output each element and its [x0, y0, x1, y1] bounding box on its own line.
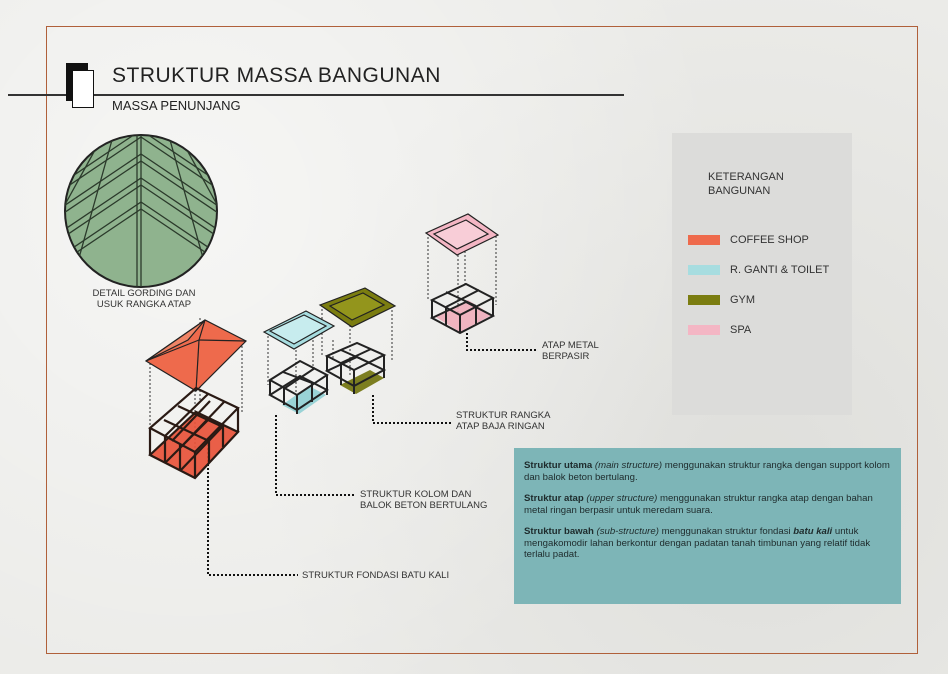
leader-lines: [207, 333, 538, 576]
info-paragraph-upper: Struktur atap (upper structure) mengguna…: [524, 493, 891, 516]
info-text: menggunakan struktur rangka atap dengan …: [524, 493, 873, 516]
legend-item-coffee-shop: COFFEE SHOP: [688, 233, 809, 247]
info-bold: Struktur utama: [524, 460, 593, 471]
info-text: untuk mengakomodir lahan berkontur denga…: [524, 526, 871, 560]
fondasi-label: STRUKTUR FONDASI BATU KALI: [302, 570, 450, 581]
legend-swatch-coffee-shop: [688, 235, 720, 245]
info-text: menggunakan struktur fondasi: [661, 526, 791, 537]
info-paragraph-sub: Struktur bawah (sub-structure) menggunak…: [524, 526, 891, 561]
legend-item-spa: SPA: [688, 323, 751, 337]
title-underline: [8, 94, 624, 96]
gym-roof: [318, 287, 397, 328]
page-frame: [46, 26, 918, 654]
info-box: Struktur utama (main structure) mengguna…: [514, 448, 901, 604]
kolom-balok-label: STRUKTUR KOLOM DAN BALOK BETON BERTULANG: [360, 489, 488, 511]
legend-item-gym: GYM: [688, 293, 755, 307]
page-title: STRUKTUR MASSA BANGUNAN: [112, 64, 441, 87]
atap-metal-label: ATAP METAL BERPASIR: [542, 340, 599, 362]
detail-gording-label: DETAIL GORDING DAN USUK RANGKA ATAP: [92, 288, 196, 310]
r-ganti-frame: [268, 359, 329, 414]
title-block-outline-icon: [72, 70, 94, 108]
info-italic: (main structure): [594, 460, 663, 471]
legend-swatch-spa: [688, 325, 720, 335]
legend-label: R. GANTI & TOILET: [730, 264, 830, 276]
legend-label: COFFEE SHOP: [730, 234, 809, 246]
info-bold-italic: batu kali: [793, 526, 833, 537]
info-paragraph-main: Struktur utama (main structure) mengguna…: [524, 460, 891, 483]
legend-swatch-r-ganti: [688, 265, 720, 275]
rangka-atap-label: STRUKTUR RANGKA ATAP BAJA RINGAN: [456, 410, 551, 432]
coffee-shop-frame: [148, 386, 240, 480]
legend-label: SPA: [730, 324, 752, 336]
page-subtitle: MASSA PENUNJANG: [112, 98, 241, 113]
spa-roof: [424, 213, 500, 256]
info-italic: (sub-structure): [596, 526, 659, 537]
detail-gording-circle: [64, 134, 218, 288]
coffee-shop-roof: [144, 319, 248, 392]
legend-label: GYM: [730, 294, 756, 306]
info-text: menggunakan struktur rangka dengan suppo…: [524, 460, 890, 483]
info-bold: Struktur bawah: [524, 526, 594, 537]
legend-swatch-gym: [688, 295, 720, 305]
spa-frame: [429, 282, 496, 335]
legend-item-r-ganti: R. GANTI & TOILET: [688, 263, 829, 277]
info-bold: Struktur atap: [524, 493, 584, 504]
r-ganti-roof: [262, 310, 336, 350]
info-italic: (upper structure): [586, 493, 658, 504]
gym-frame: [324, 341, 387, 394]
legend-title: KETERANGAN BANGUNAN: [708, 171, 784, 197]
